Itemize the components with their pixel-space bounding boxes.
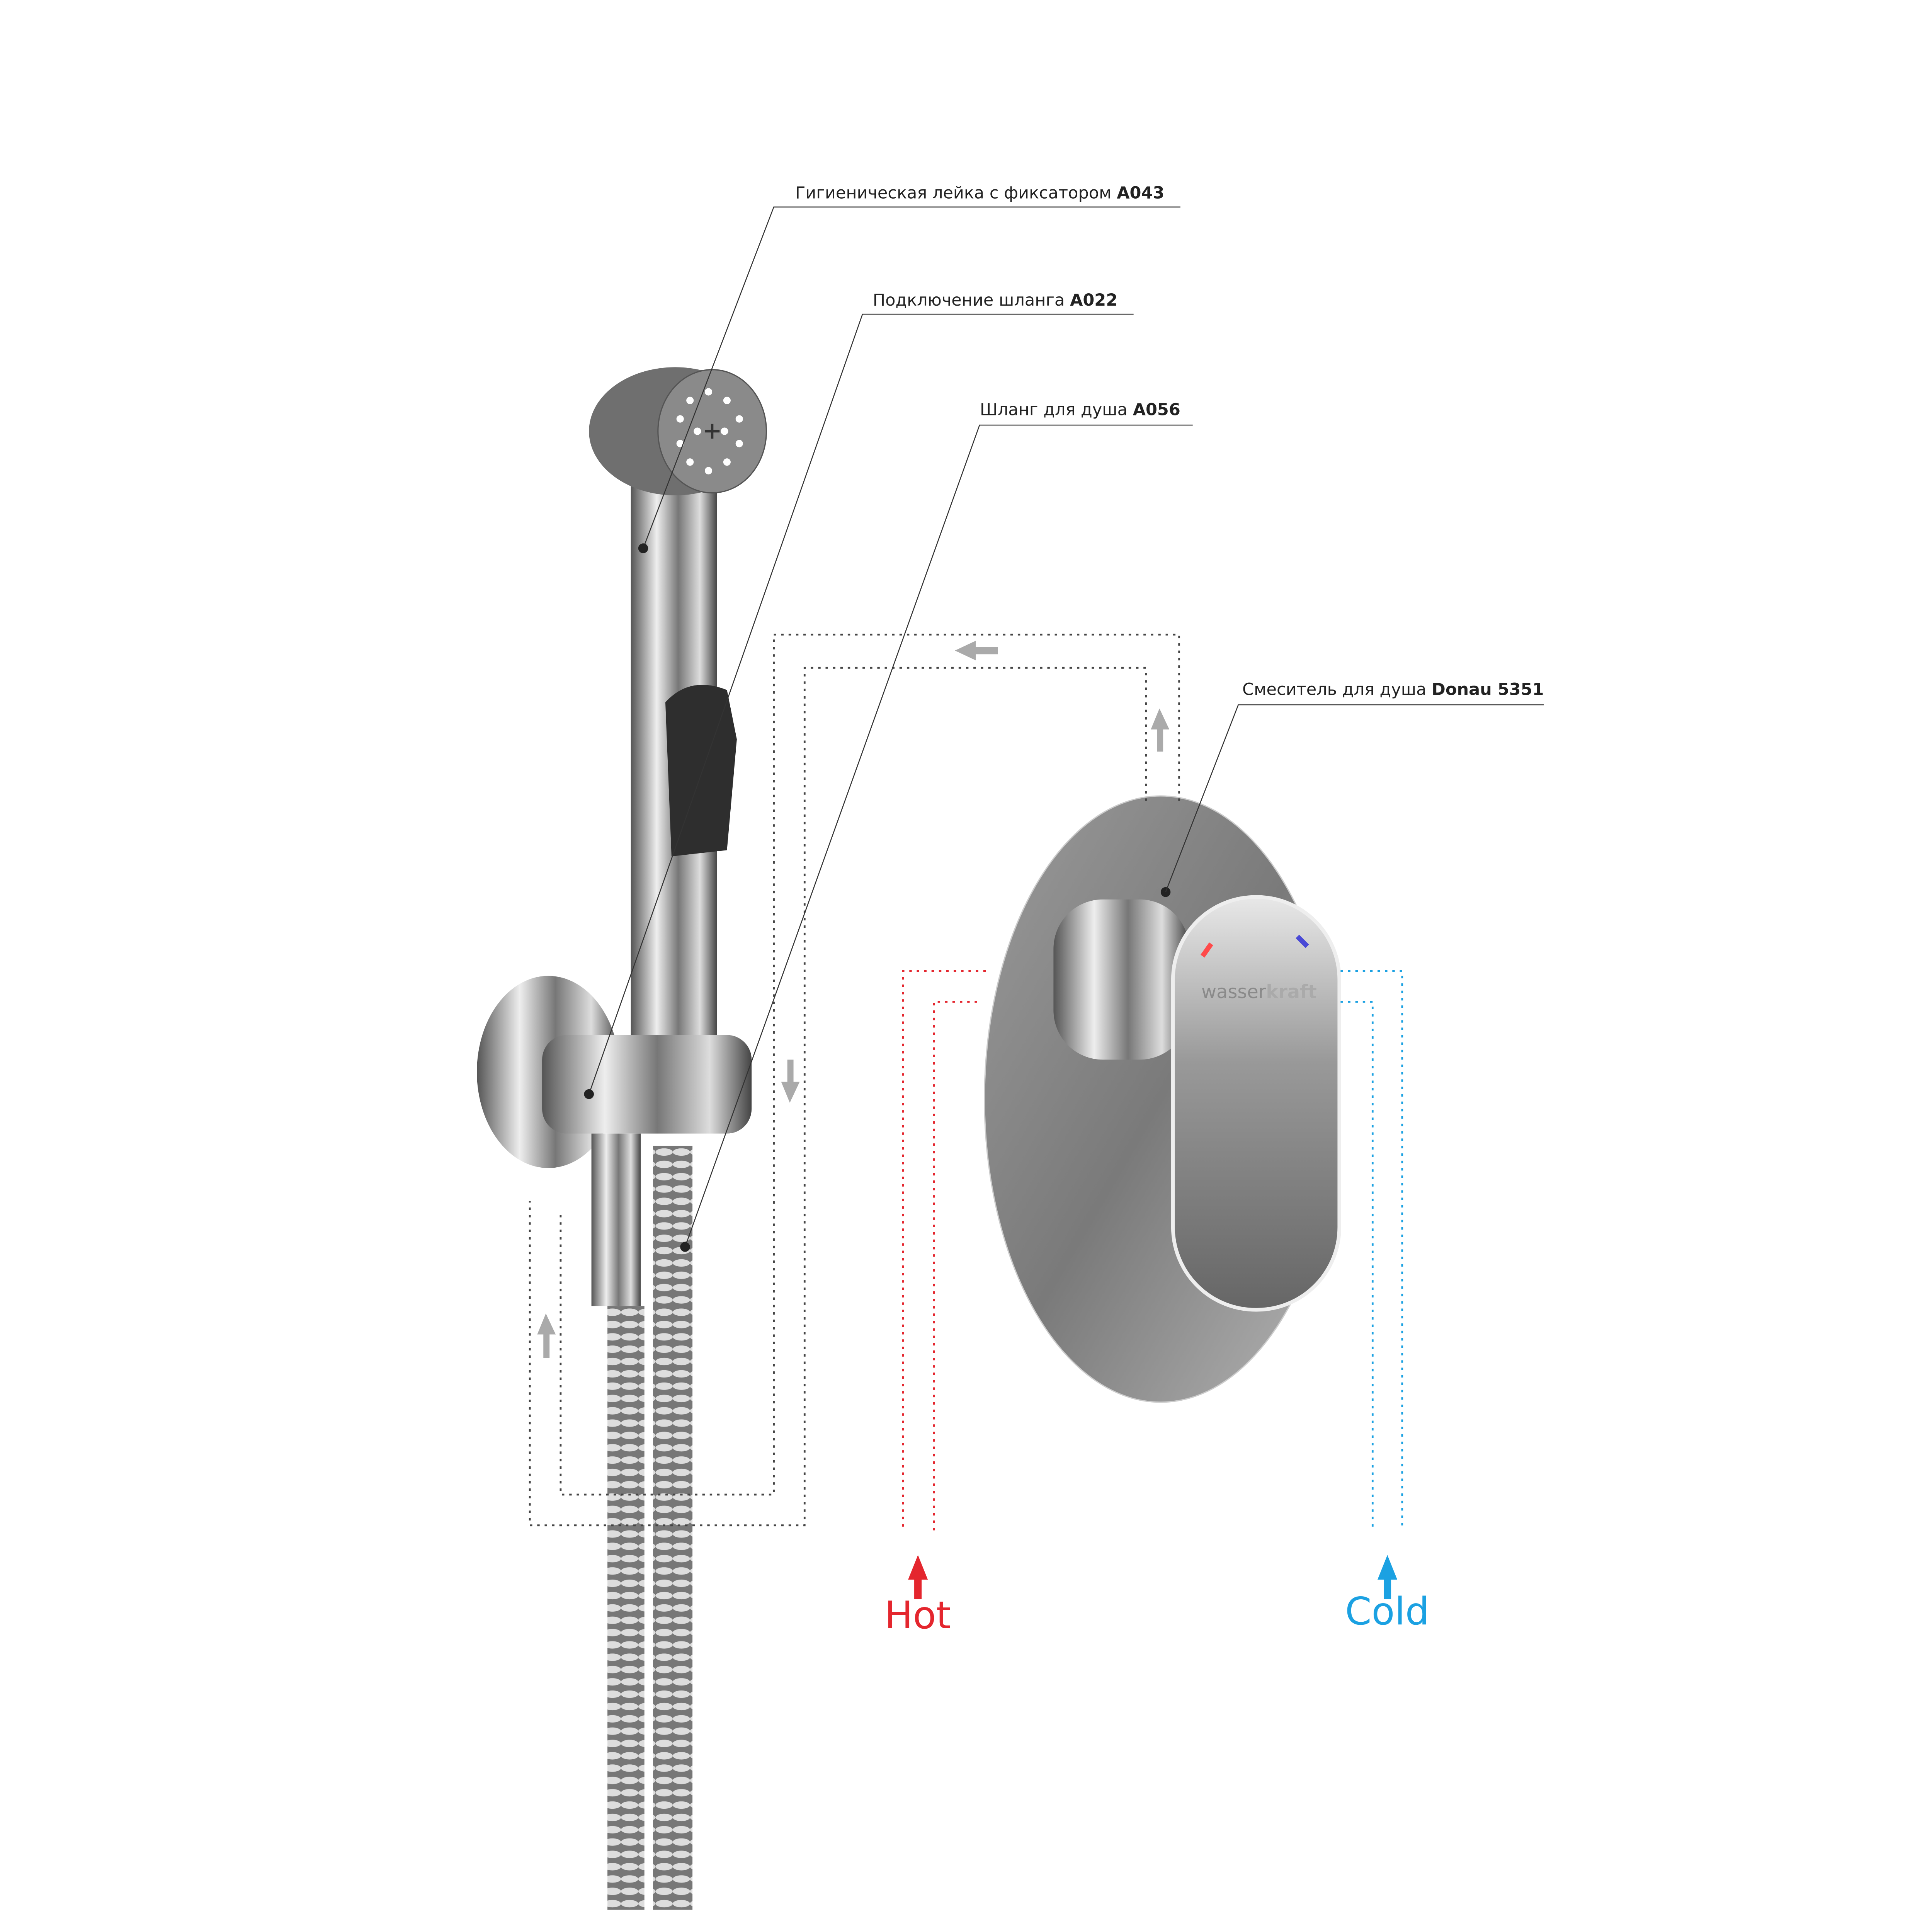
mixer-cartridge: [1053, 899, 1189, 1060]
callout-leaders: [588, 206, 1544, 1247]
cold-label: Cold: [1345, 1590, 1429, 1634]
callout-label-a056: Шланг для душа A056: [980, 400, 1180, 420]
plus-icon: [704, 423, 720, 439]
arrow-left-icon: [955, 641, 998, 661]
hose-segment: [607, 1306, 645, 1910]
cold-supply-line: [1340, 970, 1403, 1528]
callout-dots: [584, 543, 690, 1252]
hose-nut: [591, 1133, 641, 1306]
shower-hose-a056: [607, 1146, 693, 1910]
hot-arrow-icon: [908, 1555, 928, 1600]
callout-label-a022: Подключение шланга A022: [873, 291, 1117, 310]
spray-holes: [676, 388, 743, 474]
holder-bracket: [542, 1035, 752, 1134]
hot-label: Hot: [884, 1594, 951, 1638]
arrow-up-icon: [1151, 708, 1170, 752]
flow-line-inner: [529, 667, 1147, 1527]
flow-arrows: [537, 641, 1170, 1358]
cold-marker-icon: [1296, 934, 1309, 948]
flow-lines: [529, 633, 1180, 1527]
shower-mixer-donau-5351: wasserkraft: [984, 795, 1341, 1403]
hot-marker-icon: [1201, 942, 1213, 958]
cold-arrow-icon: [1378, 1555, 1398, 1600]
trigger-lever[interactable]: [665, 685, 737, 857]
brand-logo: wasserkraft: [1201, 981, 1317, 1003]
callout-label-donau-5351: Смеситель для душа Donau 5351: [1242, 680, 1544, 699]
hygienic-shower-a043: [589, 367, 767, 1072]
hot-supply-line: [902, 970, 986, 1531]
hose-connection-a022: [477, 976, 752, 1306]
hose-segment: [653, 1146, 693, 1910]
arrow-down-icon: [781, 1060, 800, 1103]
arrow-up-icon: [537, 1313, 556, 1358]
callout-label-a043: Гигиеническая лейка с фиксатором A043: [795, 183, 1164, 202]
mixer-lever[interactable]: [1171, 895, 1341, 1312]
